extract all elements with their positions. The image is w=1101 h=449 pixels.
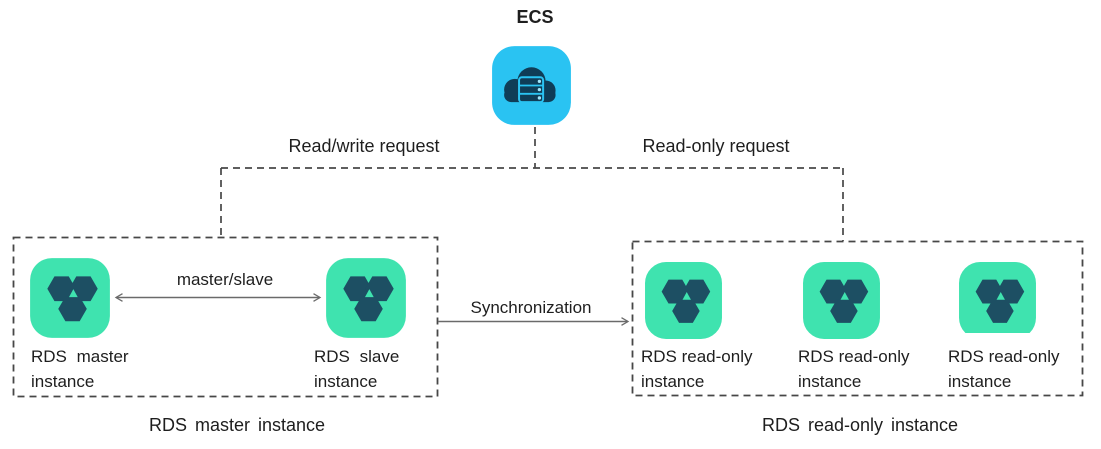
readonly-group-box — [631, 240, 1084, 397]
rds-readonly-node-label: RDS read-only instance — [948, 344, 1060, 394]
rds-icon — [324, 256, 408, 340]
label-line: RDS master — [31, 347, 129, 366]
rds-readonly-node-label: RDS read-only instance — [641, 344, 753, 394]
ecs-label: ECS — [516, 7, 554, 27]
label-line: RDS slave — [314, 347, 400, 366]
rds-master-node-label: RDS master instance — [31, 344, 129, 394]
label-line: instance — [31, 372, 95, 391]
rds-slave-node-label: RDS slave instance — [314, 344, 399, 394]
synchronization-label: Synchronization — [470, 298, 592, 317]
label-line: RDS read-only — [641, 347, 753, 366]
master-group-caption: RDS master instance — [148, 415, 326, 435]
master-group-box — [12, 236, 439, 398]
rds-icon — [957, 260, 1038, 333]
ecs-cloud-server-icon — [490, 44, 573, 127]
label-line: instance — [948, 372, 1012, 391]
label-line: RDS read-only — [948, 347, 1060, 366]
read-write-request-label: Read/write request — [288, 136, 440, 156]
label-line: RDS read-only — [798, 347, 910, 366]
master-slave-label: master/slave — [176, 270, 274, 289]
label-line: instance — [314, 372, 378, 391]
rds-icon — [801, 260, 882, 341]
readonly-group-caption: RDS read-only instance — [761, 415, 959, 435]
label-line: instance — [798, 372, 862, 391]
rds-icon — [28, 256, 112, 340]
rds-icon — [643, 260, 724, 341]
read-only-request-label: Read-only request — [642, 136, 790, 156]
rds-readonly-node-label: RDS read-only instance — [798, 344, 910, 394]
label-line: instance — [641, 372, 705, 391]
